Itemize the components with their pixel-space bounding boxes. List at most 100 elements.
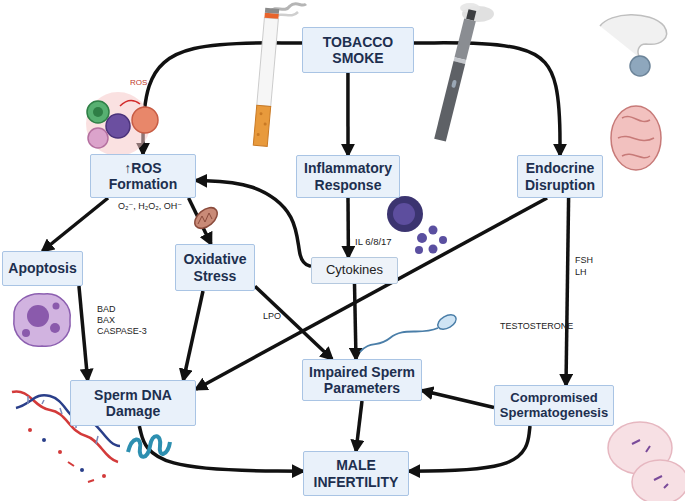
- sperm-illustration: [435, 312, 458, 332]
- inflammatory-cell-illustration: [415, 246, 423, 254]
- immune-cells-illustration: [86, 92, 158, 156]
- sperm-illustration: [360, 328, 438, 352]
- box-text: MALE INFERTILITY: [308, 457, 404, 489]
- annotation-label: CASPASE-3: [97, 327, 147, 336]
- dividing-cell-illustration: [608, 422, 685, 501]
- testis-illustration: [618, 116, 654, 157]
- dna-illustration: [68, 462, 94, 482]
- cigarette-illustration: [257, 133, 260, 136]
- flow-arrow: [355, 284, 357, 359]
- box-text: Oxidative Stress: [180, 251, 250, 283]
- dna-illustration: [102, 474, 106, 478]
- inflammatory-cell-illustration: [387, 196, 447, 254]
- box-text: ↑ROS Formation: [95, 160, 191, 192]
- cigarette-illustration: [253, 8, 279, 147]
- immune-cells-illustration: [120, 100, 140, 106]
- dna-illustration: [58, 450, 62, 454]
- inflammatory-cell-illustration: [429, 245, 438, 254]
- testis-illustration: [611, 106, 661, 170]
- dividing-cell-illustration: [632, 440, 668, 488]
- flow-arrow: [414, 43, 560, 155]
- apoptotic-cell-illustration: [14, 294, 70, 347]
- cigarette-illustration: [265, 8, 279, 14]
- process-box: Apoptosis: [2, 251, 83, 286]
- e-cigarette-illustration: [434, 61, 465, 142]
- process-box: Inflammatory Response: [296, 155, 400, 198]
- inflammatory-cell-illustration: [429, 226, 438, 235]
- annotation-label: FSH: [575, 256, 593, 265]
- process-box: ↑ROS Formation: [90, 154, 196, 198]
- cigarette-illustration: [253, 105, 270, 146]
- process-box: Cytokines: [311, 257, 398, 284]
- connector-layer: [43, 43, 569, 471]
- box-text: Cytokines: [326, 263, 383, 278]
- immune-cells-illustration: [93, 107, 103, 117]
- process-box: Endocrine Disruption: [517, 155, 603, 198]
- apoptotic-cell-illustration: [27, 305, 49, 327]
- mitochondrion-illustration: [198, 213, 212, 224]
- pituitary-illustration: [600, 15, 667, 76]
- annotation-label: BAD: [97, 305, 116, 314]
- flow-arrow: [409, 426, 530, 471]
- flow-arrow: [139, 426, 303, 471]
- process-box: Impaired Sperm Parameters: [302, 359, 422, 401]
- box-text: TOBACCO SMOKE: [307, 34, 409, 66]
- flow-arrow: [43, 198, 109, 251]
- apoptotic-cell-illustration: [53, 303, 60, 310]
- mitochondrion-illustration: [191, 204, 221, 233]
- box-text: Sperm DNA Damage: [75, 387, 191, 419]
- cigarette-illustration: [264, 122, 267, 125]
- flow-arrow: [183, 291, 203, 380]
- box-text: Impaired Sperm Parameters: [307, 364, 417, 396]
- immune-cells-illustration: [88, 128, 108, 148]
- apoptotic-cell-illustration: [14, 294, 70, 347]
- e-cigarette-illustration: [466, 9, 476, 21]
- annotation-label: LPO: [263, 312, 281, 321]
- inflammatory-cell-illustration: [417, 233, 427, 243]
- cigarette-illustration: [257, 18, 279, 107]
- pituitary-illustration: [600, 15, 667, 58]
- dna-illustration: [80, 468, 84, 472]
- cigarette-illustration: [259, 112, 262, 115]
- flow-arrow: [79, 286, 88, 380]
- box-text: Compromised Spermatogenesis: [499, 391, 609, 421]
- protein-coil-illustration: [128, 436, 170, 457]
- sperm-illustration: [360, 312, 459, 352]
- apoptotic-cell-illustration: [22, 329, 30, 337]
- annotation-label: BAX: [97, 316, 115, 325]
- annotation-label: TESTOSTERONE: [500, 322, 573, 331]
- process-box: TOBACCO SMOKE: [302, 27, 414, 73]
- box-text: Apoptosis: [8, 260, 76, 276]
- annotation-label: O₂⁻, H₂O₂, OH⁻: [118, 202, 182, 211]
- cigarette-illustration: [253, 4, 306, 147]
- e-cigarette-illustration: [451, 80, 457, 89]
- dividing-cell-illustration: [632, 460, 685, 501]
- process-box: Compromised Spermatogenesis: [494, 385, 614, 426]
- apoptotic-cell-illustration: [50, 323, 60, 333]
- process-box: Oxidative Stress: [175, 244, 255, 291]
- box-text: Endocrine Disruption: [522, 160, 598, 192]
- inflammatory-cell-illustration: [393, 203, 415, 225]
- immune-cells-illustration: [87, 101, 109, 123]
- flow-arrow: [346, 198, 350, 257]
- dna-illustration: [28, 428, 32, 432]
- flow-arrow: [143, 43, 302, 154]
- annotation-label: LH: [575, 268, 587, 277]
- flow-arrow: [566, 198, 569, 385]
- pituitary-illustration: [630, 56, 650, 76]
- protein-coil-illustration: [128, 436, 170, 457]
- annotation-label: IL 6/8/17: [355, 237, 392, 247]
- immune-cells-illustration: [132, 107, 158, 133]
- inflammatory-cell-illustration: [439, 236, 447, 244]
- process-box: Sperm DNA Damage: [70, 380, 196, 426]
- inflammatory-cell-illustration: [387, 196, 423, 232]
- process-box: MALE INFERTILITY: [303, 451, 409, 496]
- box-text: Inflammatory Response: [301, 160, 395, 192]
- e-cigarette-illustration: [434, 9, 478, 142]
- flow-arrow: [346, 73, 350, 155]
- dna-illustration: [42, 438, 46, 442]
- annotation-label: ROS: [130, 79, 147, 87]
- flow-arrow: [422, 391, 494, 408]
- e-cigarette-illustration: [455, 18, 476, 60]
